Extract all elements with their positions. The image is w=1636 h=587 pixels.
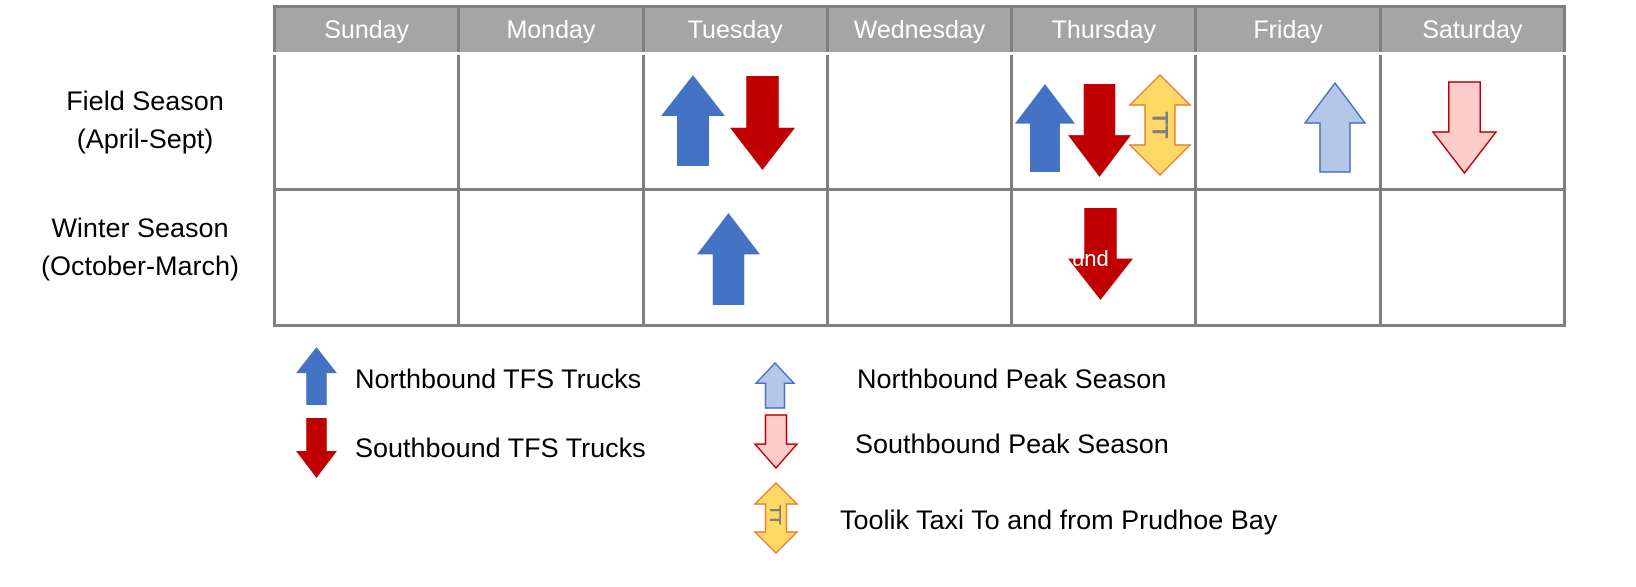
legend-northbound-label: Northbound TFS Trucks <box>355 364 642 394</box>
day-wednesday: Wednesday <box>825 5 1014 55</box>
legend-south-peak-icon <box>755 415 797 468</box>
arrow-shape <box>1068 208 1133 300</box>
day-saturday: Saturday <box>1378 5 1567 55</box>
northbound-peak-arrow-icon <box>1305 83 1365 172</box>
overlay-text: und <box>1072 246 1109 271</box>
legend-taxi-icon <box>755 483 797 553</box>
cell <box>825 188 1014 327</box>
southbound-arrow-icon <box>730 76 795 170</box>
field-season-row <box>272 52 1567 191</box>
legend-north-peak-label: Northbound Peak Season <box>857 364 1167 394</box>
legend-south-peak-label: Southbound Peak Season <box>855 429 1169 459</box>
arrow-shape <box>730 76 795 170</box>
day-tuesday: Tuesday <box>641 5 829 55</box>
taxi-mark: TT <box>1147 111 1173 139</box>
arrow-shape <box>1068 84 1131 177</box>
northbound-arrow-icon <box>697 213 760 305</box>
arrow-shape <box>755 415 797 468</box>
cell <box>272 52 461 191</box>
field-season-label: Field Season (April-Sept) <box>40 82 250 158</box>
legend-southbound-icon <box>296 418 337 478</box>
arrow-shape <box>697 213 760 305</box>
legend-taxi-label: Toolik Taxi To and from Prudhoe Bay <box>840 505 1278 535</box>
cell <box>457 188 645 327</box>
winter-season-label: Winter Season (October-March) <box>10 209 270 285</box>
legend-northbound-icon <box>296 347 337 405</box>
toolik-taxi-arrow-icon <box>1130 75 1190 175</box>
arrow-shape <box>296 418 337 478</box>
day-friday: Friday <box>1194 5 1382 55</box>
winter-season-row <box>272 188 1567 327</box>
row-label-line: (April-Sept) <box>76 124 214 154</box>
legend-north-peak-icon <box>756 363 794 408</box>
arrow-shape <box>661 75 725 166</box>
taxi-mark: TT <box>765 505 783 525</box>
cell <box>825 52 1014 191</box>
day-thursday: Thursday <box>1010 5 1198 55</box>
arrow-shape <box>755 483 797 553</box>
arrow-shape <box>1130 75 1190 175</box>
row-label-line: Winter Season <box>51 213 229 243</box>
cell <box>457 52 645 191</box>
row-label-line: (October-March) <box>40 251 240 281</box>
cell <box>641 52 829 191</box>
arrow-shape <box>296 347 337 405</box>
cell <box>1194 188 1382 327</box>
cell <box>272 188 461 327</box>
arrow-shape <box>756 363 794 408</box>
arrow-shape <box>1433 82 1496 173</box>
arrow-shape <box>1305 83 1365 172</box>
header-row: Sunday Monday Tuesday Wednesday Thursday… <box>272 5 1567 55</box>
day-monday: Monday <box>457 5 645 55</box>
southbound-arrow-icon <box>1068 208 1133 300</box>
row-label-line: Field Season <box>66 86 224 116</box>
southbound-peak-arrow-icon <box>1433 82 1496 173</box>
weekly-schedule-table: Sunday Monday Tuesday Wednesday Thursday… <box>272 5 1567 327</box>
legend-southbound-label: Southbound TFS Trucks <box>355 433 646 463</box>
northbound-arrow-icon <box>1015 84 1075 172</box>
arrow-shape <box>1015 84 1075 172</box>
southbound-arrow-icon <box>1068 84 1131 177</box>
day-sunday: Sunday <box>272 5 461 55</box>
cell <box>1378 188 1567 327</box>
northbound-arrow-icon <box>661 75 725 166</box>
